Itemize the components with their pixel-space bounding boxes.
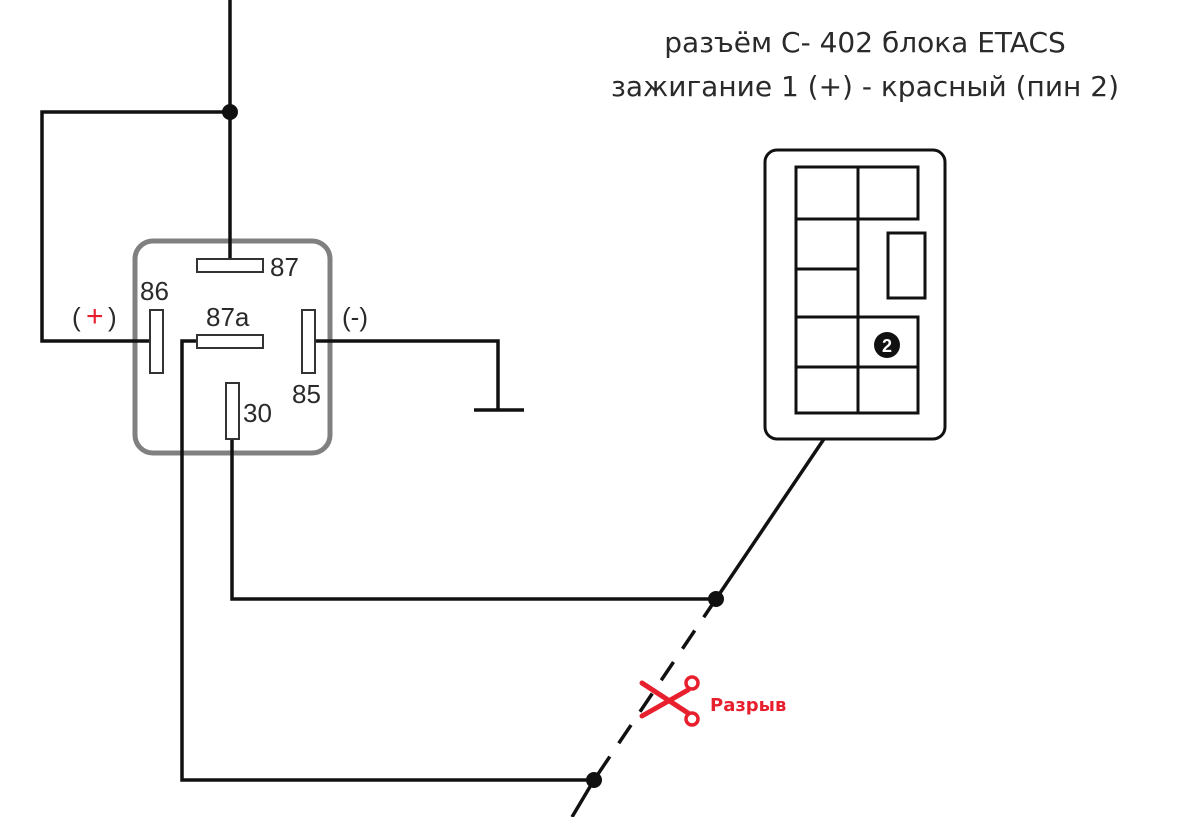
connector-cell bbox=[856, 165, 920, 221]
plus-paren-right: ) bbox=[108, 302, 117, 332]
wire-30 bbox=[230, 438, 716, 601]
label-86: 86 bbox=[140, 276, 169, 306]
connector-c402: 2 bbox=[763, 148, 947, 441]
connector-cell bbox=[856, 365, 920, 415]
label-85: 85 bbox=[292, 379, 321, 409]
wire-86-plus bbox=[40, 110, 230, 343]
junction-top bbox=[222, 104, 238, 120]
label-87a: 87a bbox=[206, 302, 250, 332]
pin-85 bbox=[301, 309, 316, 374]
plus-sign: + bbox=[86, 300, 104, 333]
pin-2-number: 2 bbox=[882, 336, 892, 356]
minus-label: (-) bbox=[342, 302, 368, 332]
pin-87a bbox=[196, 334, 264, 349]
pin-87 bbox=[196, 258, 264, 273]
pin-2-marker bbox=[874, 332, 900, 358]
cut-label: Разрыв bbox=[710, 695, 786, 716]
connector-key bbox=[886, 231, 927, 300]
connector-subtitle: зажигание 1 (+) - красный (пин 2) bbox=[610, 70, 1120, 103]
label-87: 87 bbox=[270, 252, 299, 282]
connector-title: разъём С- 402 блока ETACS bbox=[664, 26, 1066, 59]
wire-continue bbox=[570, 779, 596, 817]
pin-86 bbox=[149, 309, 164, 374]
label-30: 30 bbox=[243, 398, 272, 428]
wire-87a bbox=[180, 339, 594, 782]
wire-85-ground bbox=[310, 339, 500, 410]
pin-30 bbox=[225, 382, 240, 440]
scissors-icon bbox=[639, 675, 700, 727]
plus-paren-left: ( bbox=[72, 302, 81, 332]
